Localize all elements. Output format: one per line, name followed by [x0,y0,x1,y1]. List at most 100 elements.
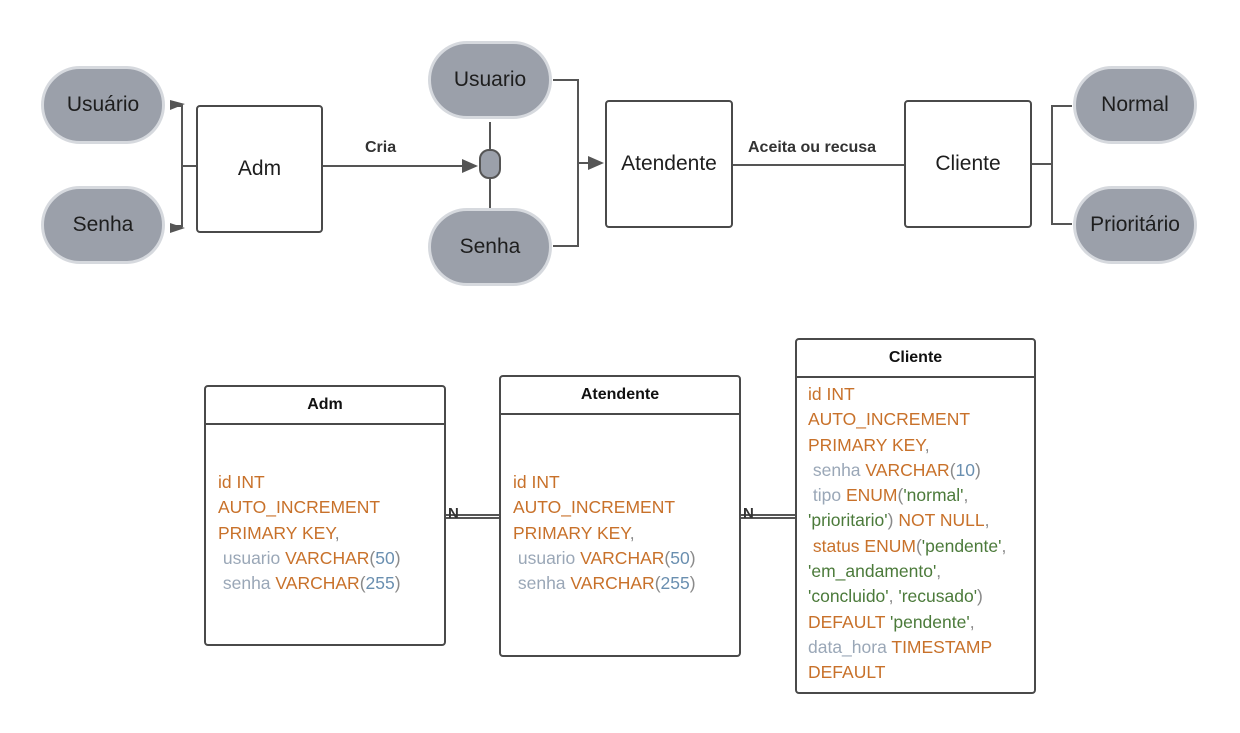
sql-token: ) [887,510,899,531]
arrow-to-atendente [588,156,604,170]
sql-token: id INT [218,472,265,492]
relationship-cria: Cria [365,139,397,156]
sql-token: 10 [955,459,975,480]
sql-token: , [1001,535,1007,556]
attribute-senha-atendente: Senha [428,208,552,286]
sql-line: PRIMARY KEY, [808,433,1034,458]
sql-token: usuario [513,547,581,568]
sql-token: , [629,522,635,543]
sql-token: PRIMARY KEY [218,522,335,543]
sql-token: TIMESTAMP [891,636,993,657]
sql-token: ) [689,547,696,568]
attribute-normal: Normal [1073,66,1197,144]
sql-token: ( [915,535,922,556]
sql-line: PRIMARY KEY, [218,521,444,546]
sql-line: tipo ENUM('normal', [808,483,1034,508]
table-cliente-body: id INT AUTO_INCREMENT PRIMARY KEY, senha V… [797,378,1034,686]
sql-token: AUTO_INCREMENT [218,497,381,518]
sql-token: ENUM [845,485,898,506]
sql-line: id INT [513,470,739,495]
sql-line: 'prioritario') NOT NULL, [808,508,1034,533]
sql-token: ( [654,573,661,594]
sql-token: 'prioritario' [808,510,888,531]
sql-token: , [969,611,975,632]
sql-line: senha VARCHAR(255) [218,571,444,596]
sql-token: 'concluido' [808,586,889,607]
sql-line: id INT [218,470,444,495]
sql-token: ( [949,459,956,480]
table-atendente-body: id INT AUTO_INCREMENT PRIMARY KEY, usuario… [501,415,739,596]
sql-token: 'em_andamento' [808,561,937,582]
join-node [479,149,501,179]
sql-token: id INT [808,384,855,404]
sql-token: 'pendente' [921,535,1002,556]
sql-token: , [963,485,969,506]
cardinality-atendente-cliente: N [743,505,754,522]
sql-token: PRIMARY KEY [513,522,630,543]
sql-token: tipo [808,485,846,506]
sql-line: senha VARCHAR(10) [808,458,1034,483]
adm-atendente-link [446,514,499,519]
sql-token: senha [218,573,276,594]
sql-line: senha VARCHAR(255) [513,571,739,596]
sql-token: senha [513,573,571,594]
sql-token: 'recusado' [898,586,978,607]
cliente-attribute-bracket [1031,105,1072,225]
arrow-to-usuario [170,100,185,110]
sql-token: ( [359,573,366,594]
sql-token: ) [977,586,983,607]
sql-token: DEFAULT [808,611,891,632]
sql-token: status [808,535,865,556]
sql-token: ) [394,573,401,594]
arrow-to-join [462,159,478,173]
sql-token: ENUM [864,535,916,556]
sql-token: ( [664,547,671,568]
sql-token: VARCHAR [275,573,360,594]
sql-token: ) [974,459,981,480]
sql-token: 255 [365,573,395,594]
attribute-usuario-atendente: Usuario [428,41,552,119]
sql-line: usuario VARCHAR(50) [218,546,444,571]
atendente-cliente-link [741,514,795,519]
adm-attribute-bracket [174,105,196,227]
table-adm-body: id INT AUTO_INCREMENT PRIMARY KEY, usuario… [206,425,444,596]
entity-cliente: Cliente [904,100,1032,228]
sql-token: 50 [375,547,395,568]
sql-line: AUTO_INCREMENT [218,495,444,520]
sql-token: ( [369,547,376,568]
table-cliente-title: Cliente [797,340,1034,378]
sql-token: VARCHAR [570,573,655,594]
entity-atendente: Atendente [605,100,733,228]
sql-line: data_hora TIMESTAMP [808,635,1034,660]
sql-token: , [984,510,990,531]
sql-token: usuario [218,547,286,568]
sql-token: , [334,522,340,543]
sql-line: AUTO_INCREMENT [808,407,1034,432]
sql-token: id INT [513,472,560,492]
cardinality-adm-atendente: N [448,505,459,522]
entity-adm: Adm [196,105,323,233]
sql-token: 'pendente' [890,611,970,632]
sql-token: ) [394,547,401,568]
sql-line: 'em_andamento', [808,559,1034,584]
sql-token: PRIMARY KEY [808,434,925,455]
sql-line: DEFAULT 'pendente', [808,610,1034,635]
atendente-attribute-bracket [553,79,588,247]
sql-token: VARCHAR [285,547,370,568]
table-cliente: Cliente id INT AUTO_INCREMENT PRIMARY KEY,… [795,338,1036,694]
arrow-to-senha [170,223,185,233]
sql-token: senha [808,459,866,480]
sql-line: status ENUM('pendente', [808,534,1034,559]
sql-token: AUTO_INCREMENT [513,497,676,518]
sql-token: ) [689,573,696,594]
sql-token: AUTO_INCREMENT [808,409,971,430]
sql-token: 255 [660,573,690,594]
sql-line: id INT [808,382,1034,407]
attribute-senha-adm: Senha [41,186,165,264]
sql-line: AUTO_INCREMENT [513,495,739,520]
sql-line: PRIMARY KEY, [513,521,739,546]
table-adm-title: Adm [206,387,444,425]
sql-line: usuario VARCHAR(50) [513,546,739,571]
sql-token: ( [897,485,904,506]
